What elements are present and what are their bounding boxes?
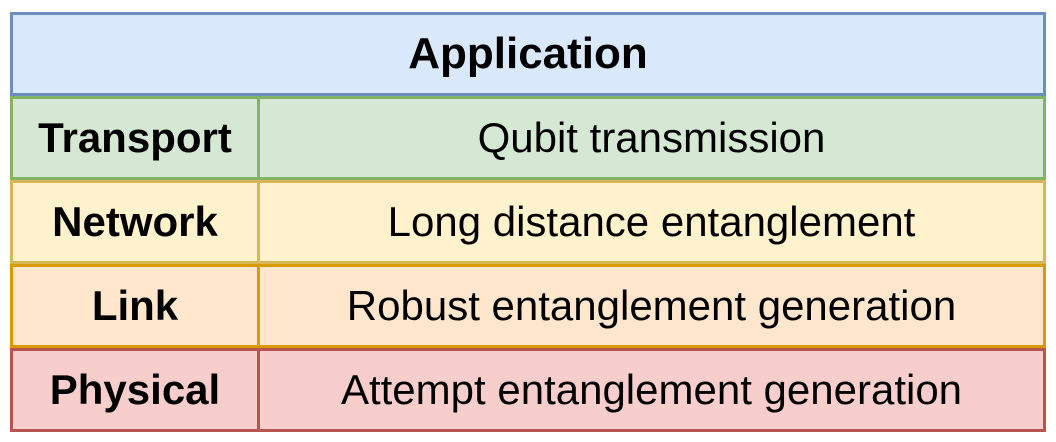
protocol-stack-diagram: Application Transport Qubit transmission… (10, 12, 1046, 432)
link-layer-description: Robust entanglement generation (346, 282, 957, 329)
link-layer: Link Robust entanglement generation (10, 264, 1046, 348)
physical-layer: Physical Attempt entanglement generation (10, 348, 1046, 432)
application-layer-label: Application (408, 29, 648, 78)
transport-layer-description: Qubit transmission (477, 114, 826, 161)
physical-layer-name: Physical (13, 351, 260, 429)
network-layer-description: Long distance entanglement (387, 198, 916, 245)
link-layer-name: Link (13, 267, 260, 345)
transport-layer: Transport Qubit transmission (10, 96, 1046, 180)
physical-layer-description: Attempt entanglement generation (340, 366, 963, 413)
application-layer: Application (10, 12, 1046, 96)
network-layer-name: Network (13, 183, 260, 261)
transport-layer-name: Transport (13, 99, 260, 177)
network-layer: Network Long distance entanglement (10, 180, 1046, 264)
